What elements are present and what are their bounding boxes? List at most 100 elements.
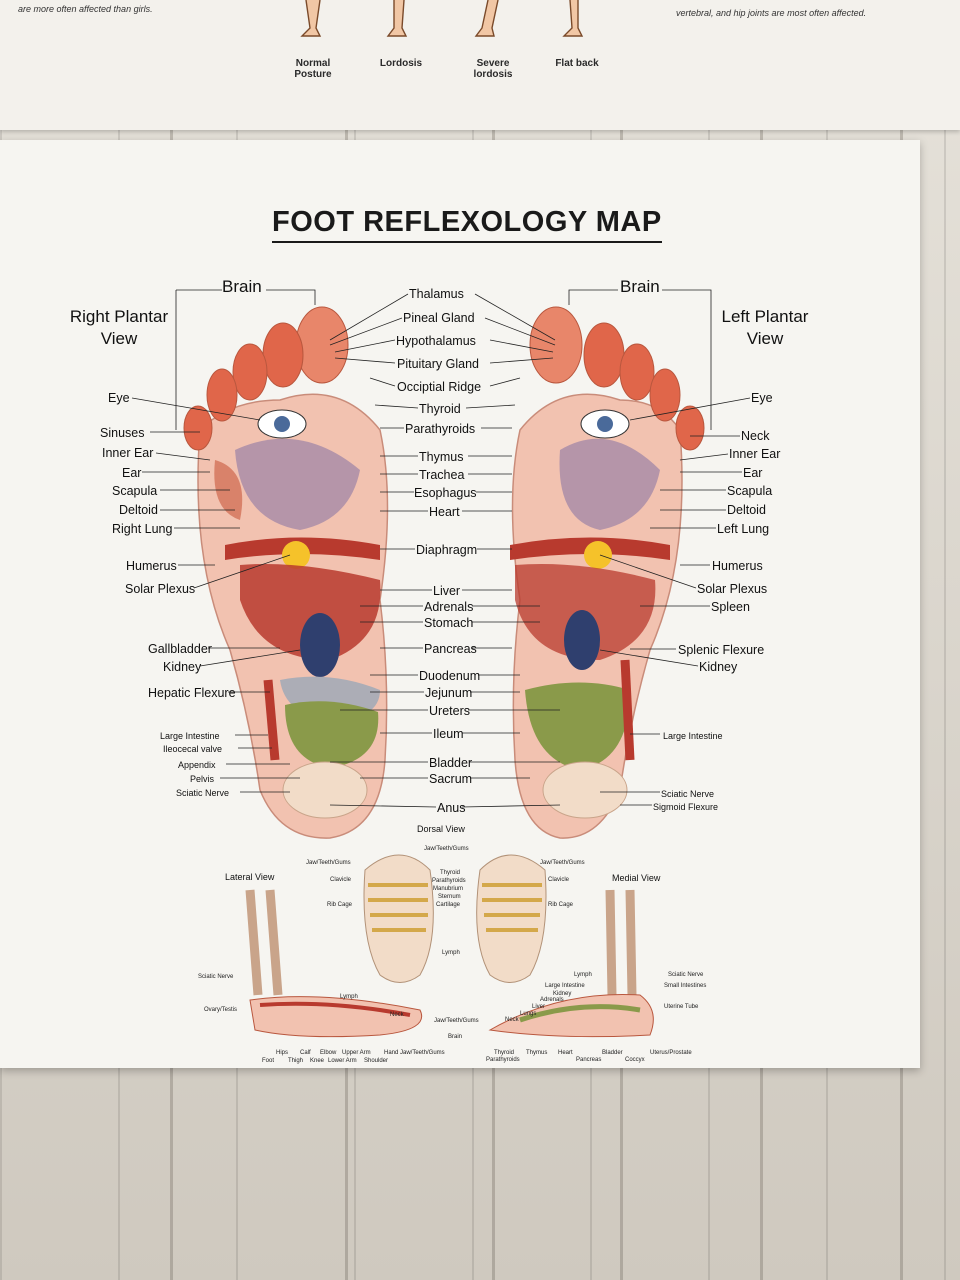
dorsal-label: Lymph	[442, 950, 460, 956]
label-pancreas: Pancreas	[424, 642, 477, 656]
medial-label: Parathyroids	[486, 1057, 520, 1063]
medial-label: Adrenals	[540, 997, 564, 1003]
lateral-view-label: Lateral View	[225, 872, 275, 882]
dorsal-label: Rib Cage	[548, 902, 574, 908]
label-esophagus: Esophagus	[414, 486, 477, 500]
medial-label: Uterus/Prostate	[650, 1050, 692, 1056]
label-sciatic-nerve-left: Sciatic Nerve	[176, 788, 230, 798]
lateral-label: Calf	[300, 1050, 311, 1056]
lateral-label: Upper Arm	[342, 1050, 371, 1056]
dorsal-label: Jaw/Teeth/Gums	[424, 846, 469, 852]
medial-label: Thyroid	[494, 1050, 515, 1056]
brain-label-left: Brain	[222, 277, 262, 296]
label-kidney-right: Kidney	[699, 660, 738, 674]
label-ureters: Ureters	[429, 704, 470, 718]
label-diaphragm: Diaphragm	[416, 543, 478, 557]
label-sciatic-nerve-right: Sciatic Nerve	[661, 789, 715, 799]
label-neck-right: Neck	[741, 429, 770, 443]
medial-label: Lymph	[574, 972, 592, 978]
label-heart: Heart	[429, 505, 460, 519]
label-sinuses: Sinuses	[100, 426, 145, 440]
leg-figure-icon	[300, 0, 322, 37]
left-plantar-foot	[510, 306, 705, 839]
leg-figure-icon	[474, 0, 499, 37]
lateral-label: Shoulder	[364, 1058, 389, 1064]
label-humerus-left: Humerus	[126, 559, 177, 573]
label-spleen: Spleen	[711, 600, 750, 614]
label-deltoid-right: Deltoid	[727, 503, 766, 517]
label-solar-plexus-right: Solar Plexus	[697, 582, 768, 596]
label-scapula-left: Scapula	[112, 484, 158, 498]
lateral-label: Jaw/Teeth/Gums	[400, 1050, 445, 1056]
poster-title: FOOT REFLEXOLOGY MAP	[272, 206, 662, 243]
label-ileocecal-valve: Ileocecal valve	[163, 744, 223, 754]
label-pelvis: Pelvis	[190, 774, 215, 784]
lateral-label: Lower Arm	[328, 1058, 357, 1064]
label-bladder: Bladder	[429, 756, 473, 770]
label-trachea: Trachea	[419, 468, 465, 482]
left-plantar-view-label: Left Plantar View	[721, 307, 809, 348]
medial-label: Bladder	[602, 1050, 623, 1056]
medial-label: Pancreas	[576, 1057, 602, 1063]
lateral-label: Elbow	[320, 1050, 337, 1056]
top-left-note: are more often affected than girls.	[18, 4, 153, 14]
lateral-label: Hand	[384, 1050, 399, 1056]
label-pituitary-gland: Pituitary Gland	[397, 357, 479, 371]
label-right-lung: Right Lung	[112, 522, 173, 536]
label-thymus: Thymus	[419, 450, 464, 464]
lateral-label: Brain	[448, 1034, 463, 1040]
medial-label: Heart	[558, 1050, 573, 1056]
label-pineal-gland: Pineal Gland	[403, 311, 475, 325]
label-ear-left: Ear	[122, 466, 142, 480]
reflexology-poster	[0, 140, 920, 1068]
label-splenic-flexure: Splenic Flexure	[678, 643, 765, 657]
label-gallbladder: Gallbladder	[148, 642, 212, 656]
dorsal-view-label: Dorsal View	[417, 824, 465, 834]
label-deltoid-left: Deltoid	[119, 503, 158, 517]
medial-label: Small Intestines	[664, 983, 707, 989]
lateral-medial-feet	[245, 889, 654, 1038]
leader-lines	[131, 289, 751, 808]
label-eye-right: Eye	[751, 391, 773, 405]
dorsal-feet	[363, 854, 547, 983]
label-stomach: Stomach	[424, 616, 474, 630]
label-appendix: Appendix	[178, 760, 216, 770]
lateral-label: Sciatic Nerve	[198, 974, 234, 980]
label-scapula-right: Scapula	[727, 484, 773, 498]
label-ear-right: Ear	[743, 466, 763, 480]
label-sacrum: Sacrum	[429, 772, 473, 786]
label-humerus-right: Humerus	[712, 559, 763, 573]
label-liver: Liver	[433, 584, 461, 598]
lateral-label: Knee	[310, 1058, 325, 1064]
medial-label: Large Intestine	[545, 983, 585, 989]
label-ileum: Ileum	[433, 727, 464, 741]
label-left-lung: Left Lung	[717, 522, 770, 536]
label-anus: Anus	[437, 801, 466, 815]
label-solar-plexus-left: Solar Plexus	[125, 582, 196, 596]
posture-label: Severe lordosis	[473, 58, 513, 80]
label-kidney-left: Kidney	[163, 660, 202, 674]
lateral-label: Hips	[276, 1050, 289, 1056]
dorsal-label: Rib Cage	[327, 902, 353, 908]
label-sigmoid-flexure: Sigmoid Flexure	[653, 802, 719, 812]
medial-label: Sciatic Nerve	[668, 972, 704, 978]
right-plantar-view-label: Right Plantar View	[69, 307, 169, 348]
label-thyroid: Thyroid	[419, 402, 461, 416]
label-jejunum: Jejunum	[425, 686, 473, 700]
label-duodenum: Duodenum	[419, 669, 481, 683]
dorsal-label: Manubrium	[433, 886, 464, 892]
dorsal-label: Sternum	[438, 894, 461, 900]
medial-label: Coccyx	[625, 1057, 645, 1063]
lateral-label: Jaw/Teeth/Gums	[434, 1018, 479, 1024]
dorsal-label: Thyroid	[440, 870, 461, 876]
lateral-label: Lymph	[340, 994, 358, 1000]
lateral-label: Thigh	[288, 1058, 304, 1064]
label-large-intestine-left: Large Intestine	[160, 731, 220, 741]
dorsal-label: Cartilage	[436, 902, 461, 908]
label-thalamus: Thalamus	[409, 287, 464, 301]
lateral-label: Neck	[390, 1012, 404, 1018]
right-plantar-foot	[183, 306, 389, 839]
dorsal-label: Jaw/Teeth/Gums	[306, 860, 351, 866]
dorsal-label: Jaw/Teeth/Gums	[540, 860, 585, 866]
